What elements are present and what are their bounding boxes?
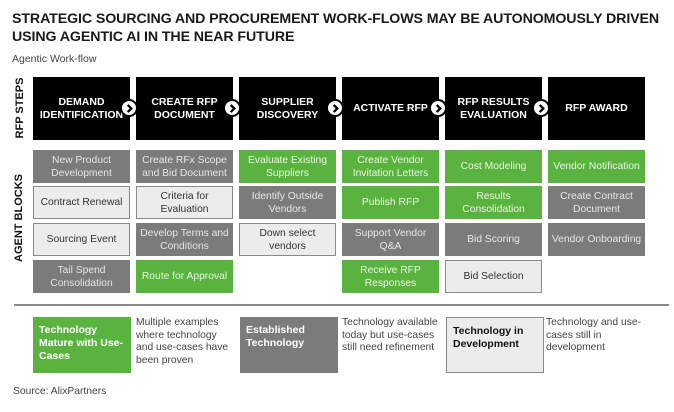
agent-block: Contract Renewal bbox=[33, 186, 130, 219]
agent-block: Publish RFP bbox=[342, 186, 439, 219]
rfp-step: DEMAND IDENTIFICATION bbox=[33, 77, 130, 140]
agent-block: Sourcing Event bbox=[33, 223, 130, 256]
agent-block: Vendor Notification bbox=[548, 150, 645, 183]
agent-block: Results Consolidation bbox=[445, 186, 542, 219]
source-note: Source: AlixPartners bbox=[13, 386, 107, 397]
agent-block: Identify Outside Vendors bbox=[239, 186, 336, 219]
agent-block: Create Vendor Invitation Letters bbox=[342, 150, 439, 183]
legend-description-development: Technology and use-cases still in develo… bbox=[546, 317, 642, 353]
chevron-right-icon bbox=[326, 99, 344, 117]
agent-block: Vendor Onboarding bbox=[548, 223, 645, 256]
rfp-step: SUPPLIER DISCOVERY bbox=[239, 77, 336, 140]
rfp-step: RFP AWARD bbox=[548, 77, 645, 140]
chevron-right-icon bbox=[223, 99, 241, 117]
rfp-step: RFP RESULTS EVALUATION bbox=[445, 77, 542, 140]
chevron-right-icon bbox=[532, 99, 550, 117]
chevron-right-icon bbox=[120, 99, 138, 117]
agent-block: New Product Development bbox=[33, 150, 130, 183]
agent-block: Tail Spend Consolidation bbox=[33, 260, 130, 293]
agent-block: Evaluate Existing Suppliers bbox=[239, 150, 336, 183]
legend-swatch-established: Established Technology bbox=[240, 317, 338, 373]
rfp-step: CREATE RFP DOCUMENT bbox=[136, 77, 233, 140]
agent-block: Down select vendors bbox=[239, 223, 336, 256]
page-title: STRATEGIC SOURCING AND PROCUREMENT WORK-… bbox=[12, 11, 660, 45]
agent-block: Criteria for Evaluation bbox=[136, 186, 233, 219]
agent-block: Support Vendor Q&A bbox=[342, 223, 439, 256]
chevron-right-icon bbox=[429, 99, 447, 117]
agent-block: Create RFx Scope and Bid Document bbox=[136, 150, 233, 183]
rfp-steps-label: RFP STEPS bbox=[14, 77, 26, 139]
legend-swatch-development: Technology in Development bbox=[446, 317, 544, 373]
rfp-step: ACTIVATE RFP bbox=[342, 77, 439, 140]
subtitle: Agentic Work-flow bbox=[12, 53, 97, 65]
agent-block: Receive RFP Responses bbox=[342, 260, 439, 293]
legend-description-mature: Multiple examples where technology and u… bbox=[136, 317, 229, 366]
agent-block: Develop Terms and Conditions bbox=[136, 223, 233, 256]
agent-block: Cost Modeling bbox=[445, 150, 542, 183]
agent-block: Bid Scoring bbox=[445, 223, 542, 256]
divider bbox=[14, 304, 669, 306]
legend-description-established: Technology available today but use-cases… bbox=[342, 317, 438, 353]
legend-swatch-mature: Technology Mature with Use-Cases bbox=[33, 317, 131, 373]
agent-block: Create Contract Document bbox=[548, 186, 645, 219]
agent-block: Route for Approval bbox=[136, 260, 233, 293]
agent-blocks-label: AGENT BLOCKS bbox=[13, 174, 25, 262]
agent-block: Bid Selection bbox=[445, 260, 542, 293]
